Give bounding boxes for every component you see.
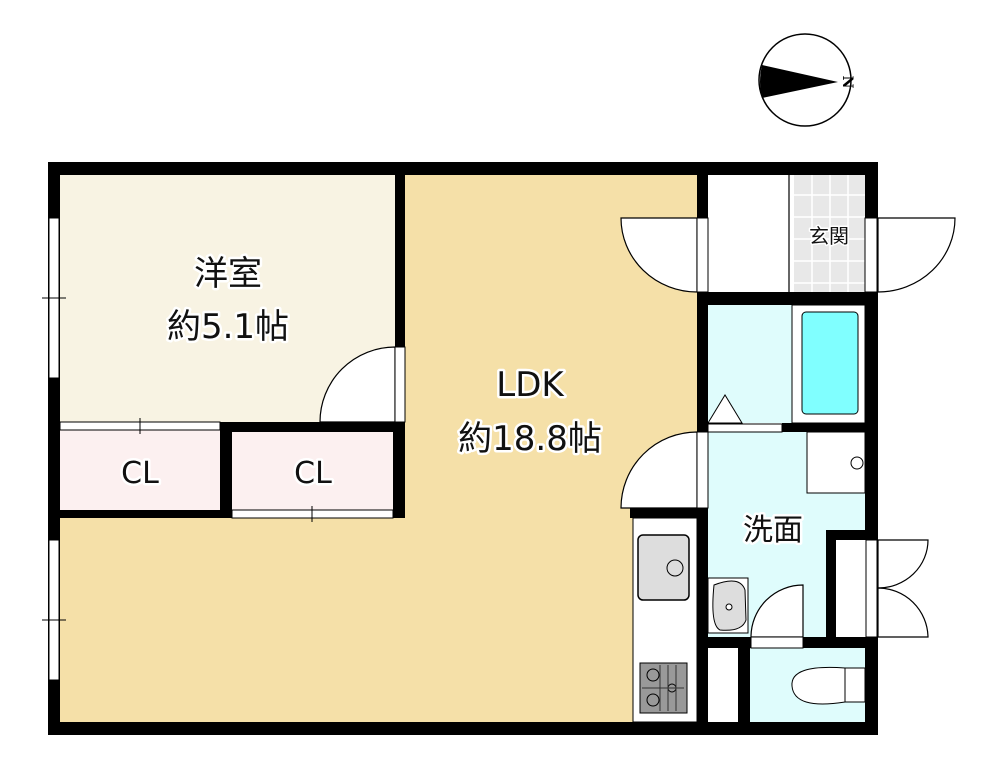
bath-step-icon [707, 394, 743, 424]
washroom-label: 洗面 [743, 513, 803, 548]
entrance-tile-floor [788, 175, 865, 292]
washbasin-icon [707, 577, 749, 634]
closet-1-label: CL [121, 456, 159, 491]
compass-north-label: N [839, 76, 855, 89]
closet-1-floor [60, 430, 220, 512]
closet-2-floor [232, 432, 393, 510]
entrance-hall-floor [708, 175, 792, 292]
ldk-floor-lower [60, 518, 405, 722]
toilet-storage [708, 648, 738, 722]
entrance-label: 玄関 [809, 224, 849, 248]
western-room-area: 約5.1帖 [167, 307, 289, 347]
toilet-icon [791, 666, 866, 705]
compass-icon: N [758, 33, 855, 127]
storage-right [836, 540, 865, 637]
stove-icon [639, 662, 688, 714]
door-swings [319, 217, 956, 638]
closet-2-label: CL [294, 456, 332, 491]
ldk-area: 約18.8帖 [458, 419, 602, 459]
kitchen-sink-icon [637, 534, 690, 601]
western-room-name: 洋室 [194, 254, 262, 294]
bathtub [801, 311, 859, 415]
ldk-name: LDK [496, 365, 565, 405]
